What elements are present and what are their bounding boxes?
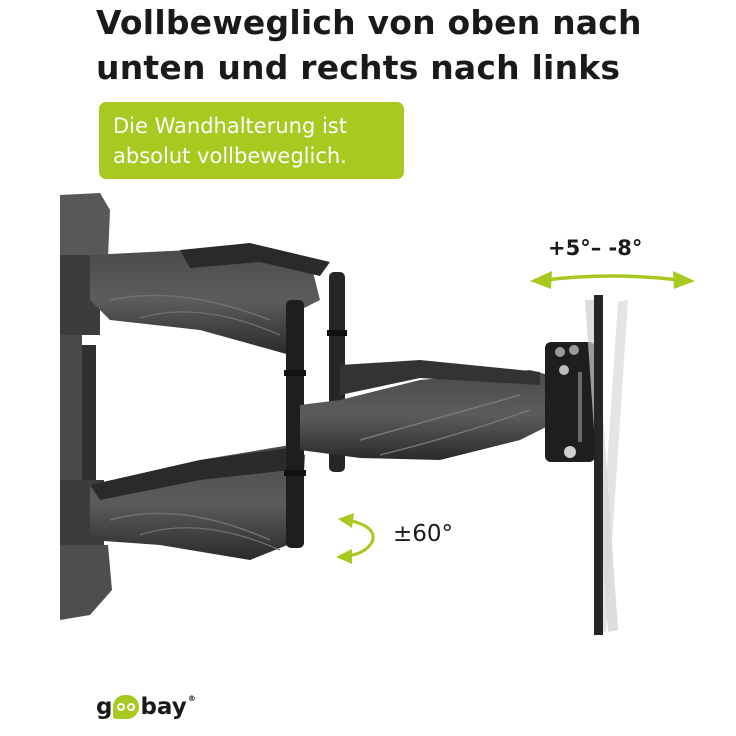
headline: Vollbeweglich von oben nach unten und re…	[96, 0, 696, 90]
goobay-logo: g bay ®	[96, 694, 196, 720]
tv-plate-tilt-ghosts	[585, 295, 628, 635]
logo-suffix: bay	[140, 694, 187, 720]
badge-line-2: absolut vollbeweglich.	[113, 144, 347, 168]
swivel-arrow-icon	[336, 513, 375, 564]
logo-prefix: g	[96, 694, 113, 720]
headline-line-2: unten und rechts nach links	[96, 48, 621, 87]
extension-arm	[300, 360, 560, 460]
tilt-range-label: +5°– -8°	[548, 236, 643, 260]
headline-line-1: Vollbeweglich von oben nach	[96, 3, 642, 42]
tilt-bracket	[545, 342, 595, 462]
registered-mark: ®	[187, 694, 196, 703]
upper-arm	[90, 243, 330, 355]
lower-arm	[90, 445, 305, 560]
badge-line-1: Die Wandhalterung ist	[113, 114, 347, 138]
swivel-range-label: ±60°	[393, 521, 454, 547]
wall-mount-illustration	[60, 193, 695, 635]
feature-badge: Die Wandhalterung ist absolut vollbewegl…	[99, 102, 404, 179]
logo-eyes-icon	[113, 695, 140, 719]
tilt-arrow-icon	[530, 271, 695, 289]
